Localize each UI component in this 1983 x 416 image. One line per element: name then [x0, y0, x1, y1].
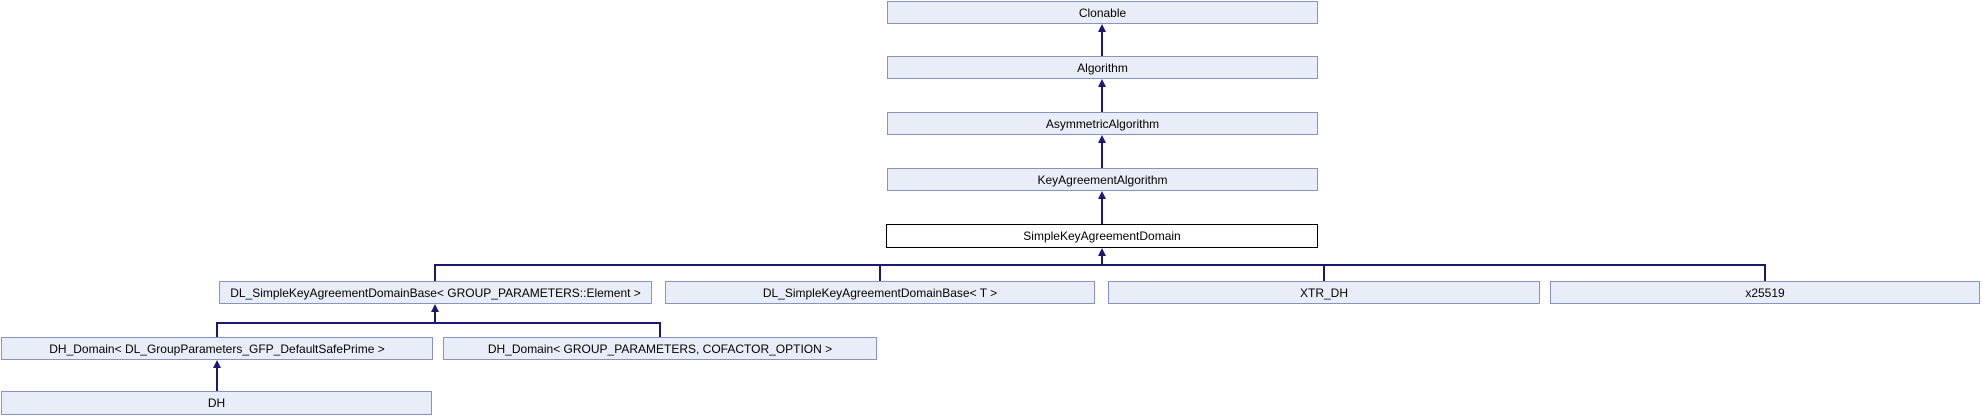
- arrowhead-dh-to-dhdomain: [213, 360, 221, 368]
- inheritance-edge: [1101, 141, 1103, 168]
- inheritance-edge: [659, 322, 661, 337]
- inheritance-edge: [434, 264, 436, 281]
- inheritance-edge: [1101, 85, 1103, 112]
- class-node-simple-key-agreement-domain-current: SimpleKeyAgreementDomain: [886, 224, 1318, 248]
- class-node-dh-domain-cofactor-option[interactable]: DH_Domain< GROUP_PARAMETERS, COFACTOR_OP…: [443, 337, 877, 360]
- inheritance-edge: [1764, 264, 1766, 281]
- inheritance-edge: [434, 310, 436, 322]
- class-node-dl-simplekeyagreementdomainbase-element[interactable]: DL_SimpleKeyAgreementDomainBase< GROUP_P…: [219, 281, 652, 304]
- class-node-clonable[interactable]: Clonable: [887, 1, 1318, 24]
- inheritance-edge: [1323, 264, 1325, 281]
- class-node-algorithm[interactable]: Algorithm: [887, 56, 1318, 79]
- arrowhead-derived-to-simple: [1098, 248, 1106, 256]
- inheritance-edge: [1101, 197, 1103, 224]
- inheritance-bus-line: [434, 264, 1766, 266]
- inheritance-edge: [1101, 30, 1103, 56]
- class-node-key-agreement-algorithm[interactable]: KeyAgreementAlgorithm: [887, 168, 1318, 191]
- inheritance-edge: [1101, 254, 1103, 266]
- arrowhead-asymmetric-to-algorithm: [1098, 79, 1106, 87]
- class-node-dh[interactable]: DH: [1, 391, 432, 415]
- class-node-xtr-dh[interactable]: XTR_DH: [1108, 281, 1540, 304]
- inheritance-bus-line: [216, 322, 661, 324]
- inheritance-edge: [216, 366, 218, 391]
- arrowhead-simple-to-keyagreement: [1098, 191, 1106, 199]
- inheritance-edge: [216, 322, 218, 337]
- class-node-dl-simplekeyagreementdomainbase-t[interactable]: DL_SimpleKeyAgreementDomainBase< T >: [665, 281, 1095, 304]
- class-node-dh-domain-defaultsafeprime[interactable]: DH_Domain< DL_GroupParameters_GFP_Defaul…: [1, 337, 433, 360]
- class-node-x25519[interactable]: x25519: [1550, 281, 1980, 304]
- class-node-asymmetric-algorithm[interactable]: AsymmetricAlgorithm: [887, 112, 1318, 135]
- arrowhead-dhdomain-to-dlbase: [431, 304, 439, 312]
- arrowhead-keyagreement-to-asymmetric: [1098, 135, 1106, 143]
- arrowhead-algorithm-to-clonable: [1098, 24, 1106, 32]
- inheritance-edge: [879, 264, 881, 281]
